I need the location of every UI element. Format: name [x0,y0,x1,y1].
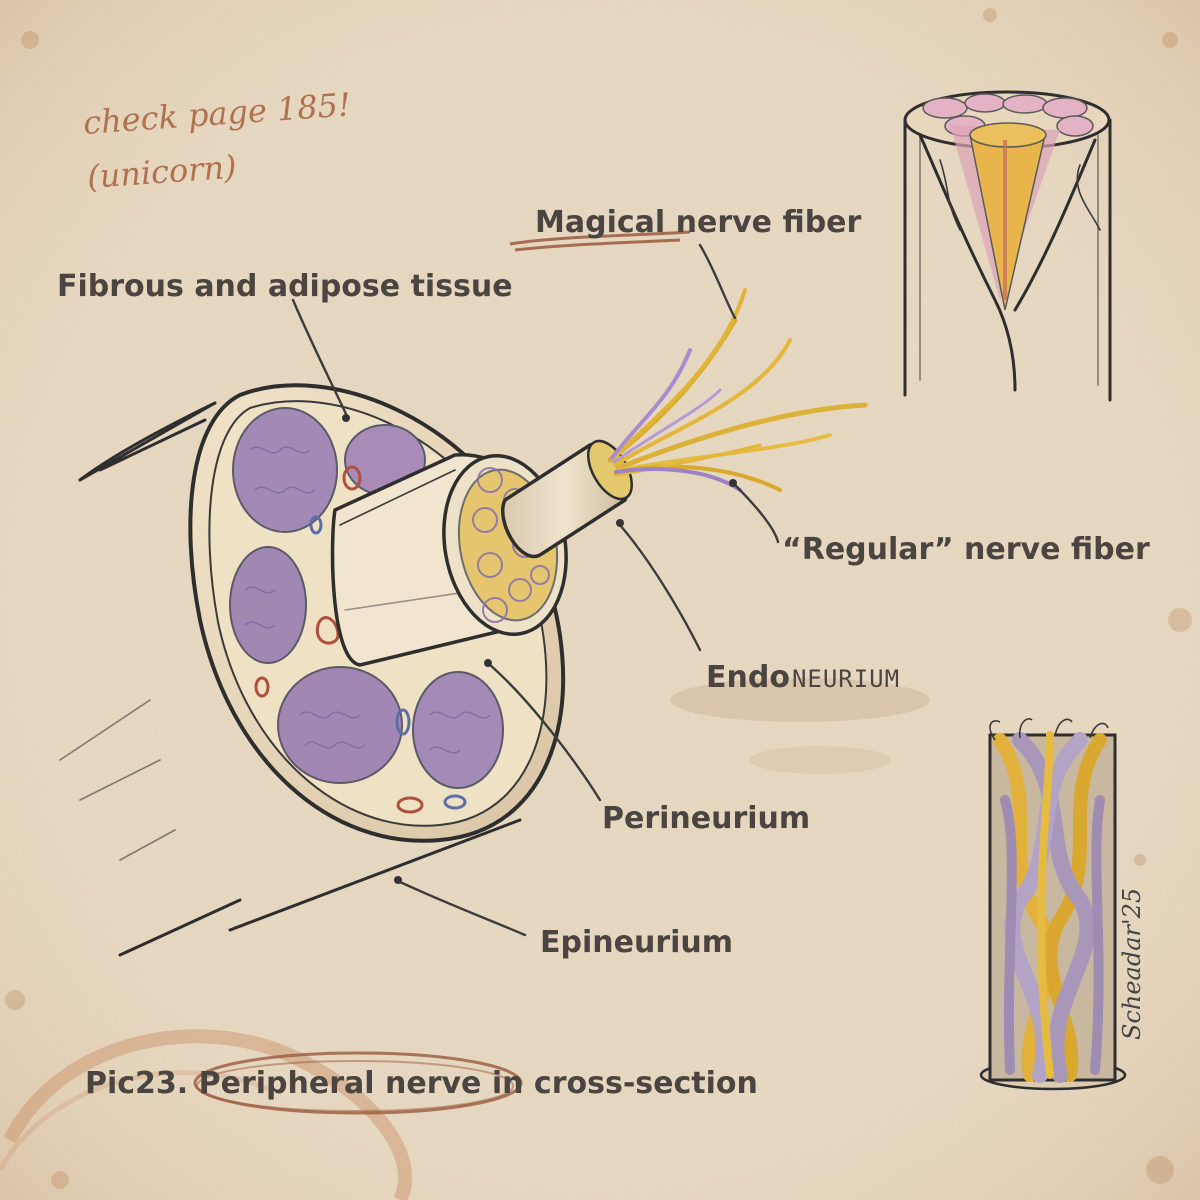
leader-lines [291,243,780,937]
nerve-body [59,383,633,957]
label-endoneurium: EndoNEURIUM [706,660,900,695]
label-magical-nerve-fiber: Magical nerve fiber [535,205,862,240]
blood-vessels [254,465,467,814]
label-fibrous-adipose-tissue: Fibrous and adipose tissue [57,269,513,304]
label-perineurium: Perineurium [602,801,810,836]
label-epineurium: Epineurium [540,925,733,960]
caption-circle-scribble [193,1051,523,1115]
coffee-ring-stain [0,1029,412,1200]
figure-caption: Pic23. Peripheral nerve in cross-section [85,1066,758,1101]
signature: Scheadar'25 [1118,888,1146,1040]
braided-fiber-illustration [979,718,1127,1091]
label-regular-nerve-fiber: “Regular” nerve fiber [782,532,1150,567]
paper-stains [5,8,1192,1189]
ink-smudge [670,678,930,722]
magical-underline [509,230,691,252]
fascicle-texture [244,446,491,754]
fascicle-detail-illustration [903,90,1112,402]
